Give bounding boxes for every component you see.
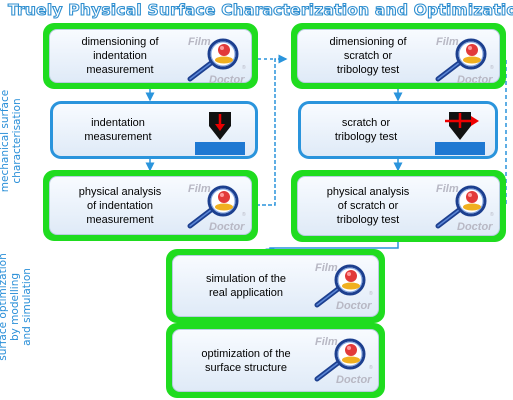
svg-text:Doctor: Doctor xyxy=(209,74,245,85)
box-label: physical analysis of scratch or tribolog… xyxy=(326,186,410,226)
box-physical-analysis-scratch: physical analysis of scratch or tribolog… xyxy=(291,170,506,242)
box-physical-analysis-indentation: physical analysis of indentation measure… xyxy=(43,170,258,241)
svg-text:Doctor: Doctor xyxy=(457,74,493,85)
svg-text:Doctor: Doctor xyxy=(457,221,493,232)
scratch-tip-icon xyxy=(435,112,485,155)
svg-text:Doctor: Doctor xyxy=(336,374,372,385)
svg-text:Film: Film xyxy=(436,183,459,195)
box-label: scratch or tribology test xyxy=(334,117,398,143)
svg-text:Doctor: Doctor xyxy=(209,221,245,232)
svg-text:®: ® xyxy=(369,364,373,371)
box-indentation-measurement: indentation measurement xyxy=(50,101,258,159)
box-dimensioning-scratch: dimensioning of scratch or tribology tes… xyxy=(291,23,506,89)
svg-text:Film: Film xyxy=(188,183,211,195)
svg-text:Film: Film xyxy=(315,336,338,348)
box-label: optimization of the surface structure xyxy=(201,347,291,374)
svg-text:Film: Film xyxy=(436,36,459,48)
box-label: indentation measurement xyxy=(84,117,152,143)
box-label: dimensioning of indentation measurement xyxy=(81,36,159,76)
svg-text:®: ® xyxy=(490,64,494,71)
arrow-left-to-right-column xyxy=(256,54,288,206)
svg-text:®: ® xyxy=(242,64,246,71)
svg-text:Film: Film xyxy=(188,36,211,48)
svg-text:Doctor: Doctor xyxy=(336,300,372,311)
diagram-title: Truely Physical Surface Characterization… xyxy=(7,0,513,19)
box-dimensioning-indentation: dimensioning of indentation measurement … xyxy=(43,23,258,89)
box-optimization: optimization of the surface structure Fi… xyxy=(166,323,385,398)
svg-text:®: ® xyxy=(242,211,246,218)
svg-text:®: ® xyxy=(369,290,373,297)
svg-text:Film: Film xyxy=(315,262,338,274)
svg-text:®: ® xyxy=(490,211,494,218)
box-label: dimensioning of scratch or tribology tes… xyxy=(329,36,407,76)
box-scratch-tribology-test: scratch or tribology test xyxy=(298,101,498,159)
box-label: simulation of the real application xyxy=(205,273,287,299)
indenter-tip-icon xyxy=(195,112,245,155)
box-label: physical analysis of indentation measure… xyxy=(78,185,162,226)
